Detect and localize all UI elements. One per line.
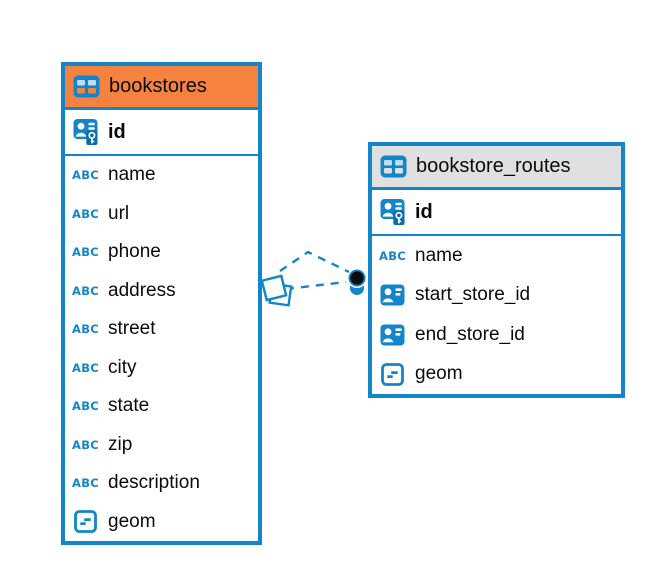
table-icon — [380, 155, 407, 178]
text-type-icon: ABC — [72, 284, 99, 298]
column-row-geom[interactable]: geom — [65, 503, 258, 542]
column-row-street[interactable]: ABC street — [65, 310, 258, 349]
column-row-end_store_id[interactable]: end_store_id — [372, 315, 621, 355]
primary-key-icon — [379, 198, 406, 226]
column-name: id — [415, 200, 433, 223]
column-name: geom — [108, 510, 156, 532]
column-name: city — [108, 356, 137, 378]
column-row-zip[interactable]: ABC zip — [65, 426, 258, 465]
column-name: geom — [415, 363, 463, 385]
column-row-phone[interactable]: ABC phone — [65, 233, 258, 272]
column-name: street — [108, 318, 156, 340]
text-type-icon: ABC — [72, 438, 99, 452]
text-type-icon: ABC — [72, 361, 99, 375]
column-name: end_store_id — [415, 323, 525, 345]
column-row-start_store_id[interactable]: start_store_id — [372, 276, 621, 316]
text-type-icon: ABC — [72, 399, 99, 413]
column-name: url — [108, 202, 130, 224]
text-type-icon-label: ABC — [72, 399, 100, 414]
text-type-icon-label: ABC — [379, 248, 407, 263]
relationship-target-marker — [347, 268, 367, 295]
column-name: address — [108, 279, 176, 301]
entity-header[interactable]: bookstore_routes — [372, 146, 621, 190]
text-type-icon-label: ABC — [72, 322, 100, 337]
text-type-icon: ABC — [72, 245, 99, 259]
reference-type-icon — [379, 284, 406, 306]
text-type-icon-label: ABC — [72, 476, 100, 491]
entity-title: bookstore_routes — [416, 155, 571, 177]
text-type-icon-label: ABC — [72, 437, 100, 452]
entity-header[interactable]: bookstores — [65, 66, 258, 110]
text-type-icon: ABC — [379, 249, 406, 263]
primary-key-icon — [72, 118, 99, 146]
text-type-icon-label: ABC — [72, 245, 100, 260]
column-row-primary-key[interactable]: id — [372, 190, 621, 236]
text-type-icon: ABC — [72, 322, 99, 336]
column-row-name[interactable]: ABC name — [65, 156, 258, 195]
column-row-primary-key[interactable]: id — [65, 110, 258, 156]
column-row-url[interactable]: ABC url — [65, 195, 258, 234]
relationship-connector[interactable] — [260, 250, 367, 307]
relationship-line-lower — [285, 280, 347, 291]
column-row-address[interactable]: ABC address — [65, 272, 258, 311]
column-name: id — [108, 120, 126, 143]
relationship-line-upper — [279, 250, 350, 274]
text-type-icon-label: ABC — [72, 283, 100, 298]
column-row-geom[interactable]: geom — [372, 355, 621, 395]
text-type-icon-label: ABC — [72, 206, 100, 221]
column-name: name — [108, 164, 156, 186]
entity-title: bookstores — [109, 75, 207, 97]
column-row-description[interactable]: ABC description — [65, 464, 258, 503]
column-name: name — [415, 244, 463, 266]
text-type-icon-label: ABC — [72, 168, 100, 183]
geometry-type-icon — [379, 362, 406, 386]
geometry-type-icon — [72, 510, 99, 534]
column-row-name[interactable]: ABC name — [372, 236, 621, 276]
relationship-source-marker — [260, 274, 293, 307]
text-type-icon-label: ABC — [72, 360, 100, 375]
column-name: start_store_id — [415, 284, 531, 306]
entity-bookstore-routes[interactable]: bookstore_routes id ABC name start_store_i… — [368, 142, 625, 398]
column-row-state[interactable]: ABC state — [65, 387, 258, 426]
text-type-icon: ABC — [72, 476, 99, 490]
column-name: description — [108, 472, 200, 494]
column-name: state — [108, 395, 150, 417]
text-type-icon: ABC — [72, 168, 99, 182]
table-icon — [73, 75, 100, 98]
text-type-icon: ABC — [72, 207, 99, 221]
column-name: zip — [108, 433, 133, 455]
reference-type-icon — [379, 324, 406, 346]
column-row-city[interactable]: ABC city — [65, 349, 258, 388]
column-name: phone — [108, 241, 161, 263]
